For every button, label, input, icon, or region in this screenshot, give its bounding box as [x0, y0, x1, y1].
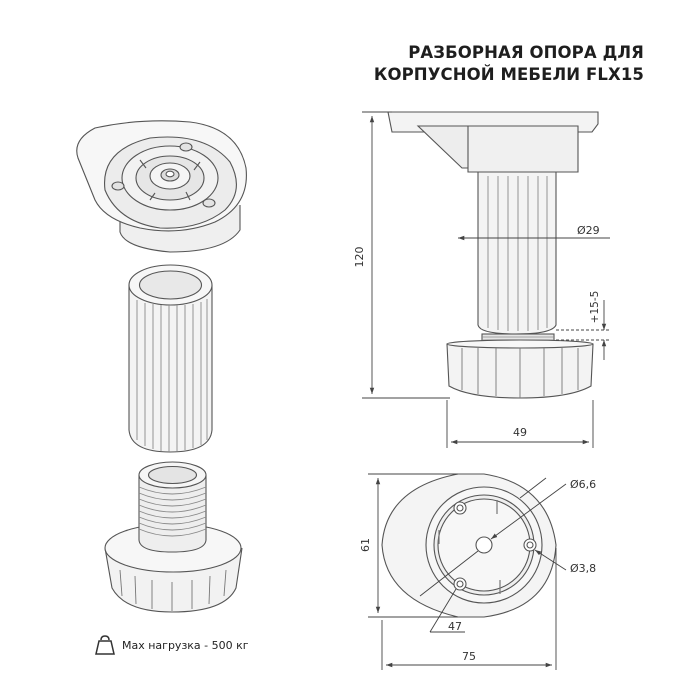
- side-view-dimensions: [362, 111, 610, 448]
- dim-screw-hole: Ø3,8: [570, 562, 596, 575]
- dim-shaft-diameter: Ø29: [577, 224, 600, 237]
- fluted-tube-illustration: [128, 264, 213, 453]
- title-line-1: РАЗБОРНАЯ ОПОРА ДЛЯ: [408, 43, 644, 62]
- page-title: РАЗБОРНАЯ ОПОРА ДЛЯ КОРПУСНОЙ МЕБЕЛИ FLX…: [374, 42, 644, 86]
- dim-height: 120: [353, 247, 366, 268]
- weight-icon: [95, 635, 115, 655]
- dim-plate-width: 75: [462, 650, 476, 663]
- load-capacity: Max нагрузка - 500 кг: [94, 632, 249, 658]
- threaded-adjuster-illustration: [104, 461, 243, 613]
- dim-adjustment: +15-5: [589, 291, 601, 324]
- exploded-view: [76, 120, 247, 613]
- side-view: [387, 111, 599, 399]
- mounting-plate-illustration: [76, 120, 247, 253]
- dim-hole-spacing: 47: [448, 620, 462, 633]
- dim-base-width: 49: [513, 426, 527, 439]
- load-capacity-label: Max нагрузка - 500 кг: [122, 638, 249, 652]
- bottom-view-dimensions: [368, 473, 567, 670]
- bottom-view: [381, 473, 557, 618]
- dim-mount-hole: Ø6,6: [570, 478, 596, 491]
- dim-plate-depth: 61: [359, 538, 372, 552]
- title-line-2: КОРПУСНОЙ МЕБЕЛИ FLX15: [373, 65, 644, 84]
